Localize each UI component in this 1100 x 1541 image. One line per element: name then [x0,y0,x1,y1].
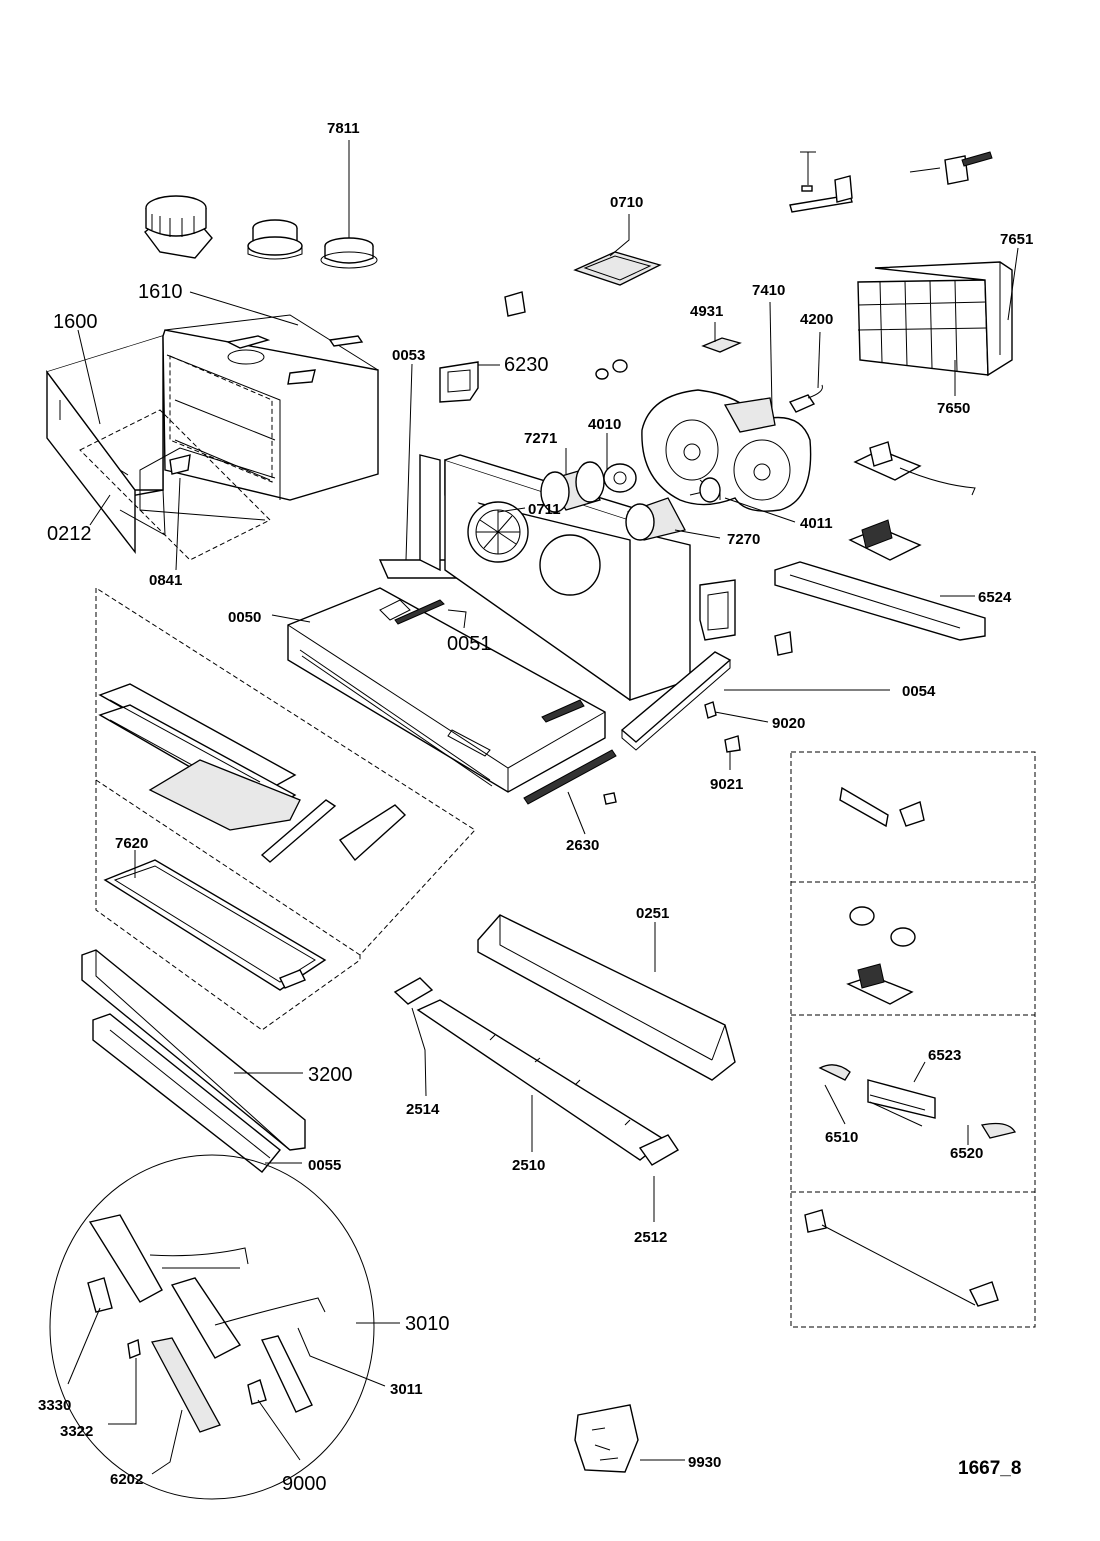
connector-9020 [704,701,717,719]
option-boxes [790,751,1036,1328]
label-6524: 6524 [978,589,1012,606]
blower-wheels [540,461,686,541]
part-labels: 7811 0710 7651 1610 1600 4931 7410 4200 … [38,120,1033,1495]
label-4010: 4010 [588,416,621,433]
label-6230: 6230 [504,354,549,376]
label-7271: 7271 [524,430,557,447]
label-9020: 9020 [772,715,805,732]
label-0055: 0055 [308,1157,341,1174]
label-6202: 6202 [110,1471,143,1488]
trim-0251 [477,914,736,1081]
label-9000: 9000 [282,1473,327,1495]
label-6510: 6510 [825,1129,858,1146]
lamp-holder-4931 [701,337,742,353]
label-7650: 7650 [937,400,970,417]
label-1610: 1610 [138,281,183,303]
label-2514: 2514 [406,1101,440,1118]
carbon-filter-7650 [857,261,1013,377]
connector-9021 [724,735,741,753]
label-7270: 7270 [727,531,760,548]
label-0251: 0251 [636,905,669,922]
base-plate-0050 [287,587,606,793]
duct-cap-7811 [320,237,378,269]
label-0212: 0212 [47,523,92,545]
hardware-bag-9930 [574,1404,639,1473]
label-2512: 2512 [634,1229,667,1246]
control-board [853,441,976,496]
label-0053: 0053 [392,347,425,364]
blower-housing [641,389,812,512]
label-2510: 2510 [512,1157,545,1174]
label-6520: 6520 [950,1145,983,1162]
label-0054: 0054 [902,683,936,700]
label-3200: 3200 [308,1064,353,1086]
duct-adapter-left [144,195,213,259]
label-0841: 0841 [149,572,182,589]
bracket-0054 [620,651,732,751]
label-9930: 9930 [688,1454,721,1471]
label-0711: 0711 [528,501,561,518]
leader-lines [67,140,1019,1475]
label-3322: 3322 [60,1423,93,1440]
label-4200: 4200 [800,311,833,328]
small-clips [504,291,793,805]
label-4931: 4931 [690,303,723,320]
filter-assembly [95,587,476,1031]
switch-6230 [439,361,479,403]
label-4011: 4011 [800,515,833,532]
mounting-hardware-top [789,151,993,213]
detail-inset [49,1154,375,1500]
rail-2630 [523,749,617,805]
label-6523: 6523 [928,1047,961,1064]
label-9021: 9021 [710,776,743,793]
duct-adapter-middle [247,219,303,260]
front-panel-3200 [81,949,306,1173]
label-3011: 3011 [390,1381,423,1398]
label-3330: 3330 [38,1397,71,1414]
transformer [848,519,922,561]
label-3010: 3010 [405,1313,450,1335]
diagram-reference: 1667_8 [958,1458,1021,1479]
label-2630: 2630 [566,837,599,854]
label-7811: 7811 [327,120,360,137]
label-0050: 0050 [228,609,261,626]
label-0710: 0710 [610,194,643,211]
label-7651: 7651 [1000,231,1033,248]
glass-2510 [393,977,679,1166]
label-7410: 7410 [752,282,785,299]
grease-cover-0710 [573,251,662,286]
capacitor-4200 [788,384,823,413]
label-7620: 7620 [115,835,148,852]
switch-right [699,579,736,641]
hood-outer-casing [45,314,379,561]
label-0051: 0051 [447,633,492,655]
label-1600: 1600 [53,311,98,333]
rail-6524 [774,561,986,641]
